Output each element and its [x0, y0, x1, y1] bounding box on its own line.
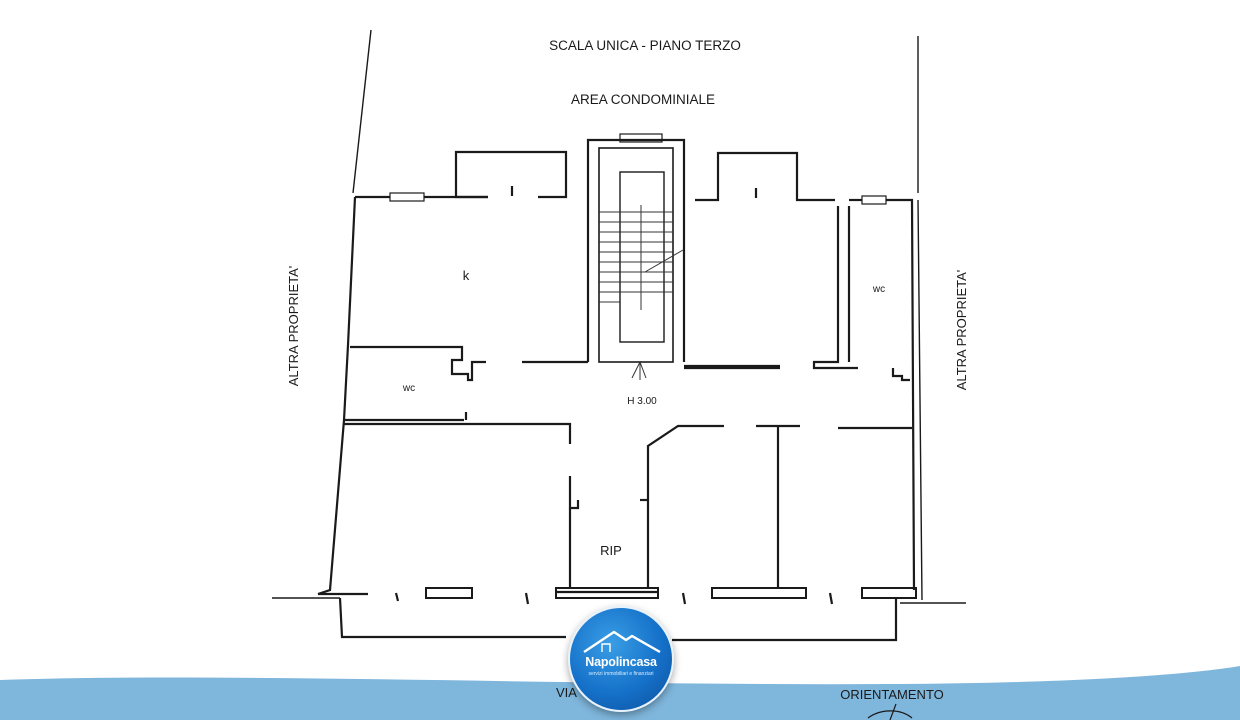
- side-left-label: ALTRA PROPRIETA': [286, 266, 301, 386]
- orientation-label: ORIENTAMENTO: [840, 687, 944, 702]
- street-label: VIA: [556, 685, 577, 700]
- brand-name: Napolincasa: [585, 655, 657, 669]
- interior-walls: [344, 186, 912, 588]
- plan-labels: SCALA UNICA - PIANO TERZO AREA CONDOMINI…: [286, 38, 969, 558]
- room-wc-right-label: wc: [872, 284, 885, 295]
- property-boundaries: [272, 29, 966, 604]
- plan-title: SCALA UNICA - PIANO TERZO: [549, 38, 741, 53]
- height-label: H 3.00: [627, 396, 657, 407]
- room-kitchen-label: k: [463, 268, 470, 283]
- house-roof-icon: [583, 630, 661, 654]
- stair-core: [586, 133, 686, 380]
- north-arrow-icon: [867, 703, 913, 720]
- room-wc-left-label: wc: [402, 383, 415, 394]
- brand-tagline: servizi immobiliari e finanziari: [588, 671, 654, 677]
- room-rip-label: RIP: [600, 543, 622, 558]
- side-right-label: ALTRA PROPRIETA': [954, 270, 969, 390]
- brand-logo: Napolincasa servizi immobiliari e finanz…: [568, 606, 674, 712]
- area-label: AREA CONDOMINIALE: [571, 92, 715, 107]
